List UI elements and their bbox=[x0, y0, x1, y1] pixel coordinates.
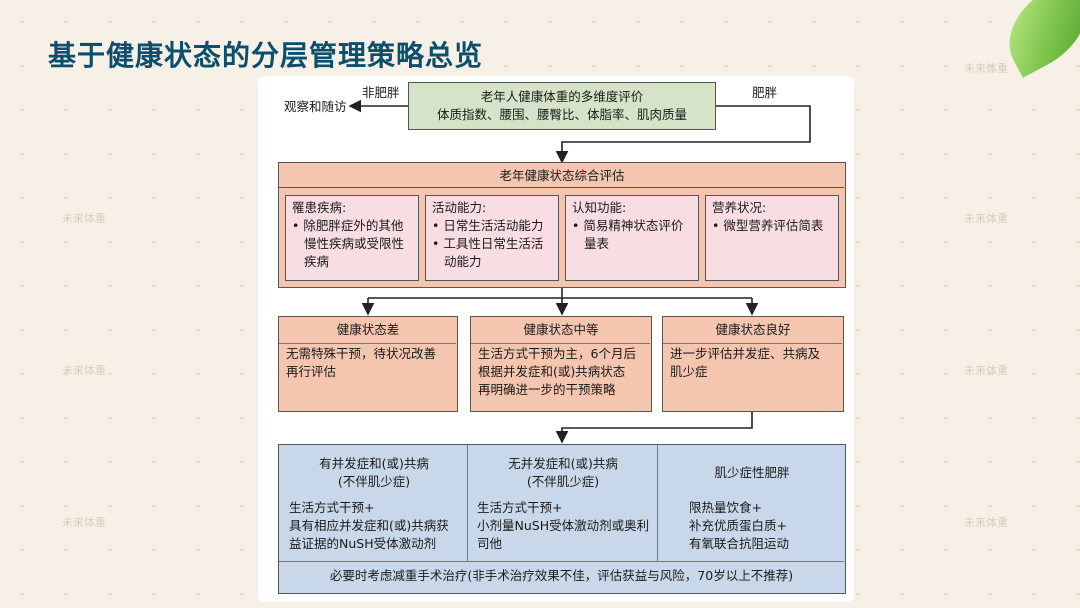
assessment-item-activity: 活动能力: • 日常生活活动能力 • 工具性日常生活活 动能力 bbox=[425, 195, 559, 281]
status-title: 健康状态良好 bbox=[715, 322, 791, 337]
item-title: 罹患疾病: bbox=[292, 200, 347, 215]
watermark: 未来体重 bbox=[964, 516, 1008, 529]
status-line: 生活方式干预为主，6个月后 bbox=[478, 346, 636, 361]
strategy-title: 肌少症性肥胖 bbox=[714, 465, 790, 480]
watermark: 未来体重 bbox=[62, 364, 106, 377]
strategy-divider bbox=[657, 445, 658, 561]
strategy-line: 生活方式干预+ bbox=[477, 500, 563, 515]
status-line: 再明确进一步的干预策略 bbox=[478, 382, 616, 397]
strategy-box: 有并发症和(或)共病 (不伴肌少症) 生活方式干预+ 具有相应并发症和(或)共病… bbox=[278, 444, 846, 594]
watermark: 未来体重 bbox=[62, 212, 106, 225]
status-poor-box: 健康状态差 无需特殊干预，待状况改善 再行评估 bbox=[278, 316, 458, 412]
arrow-to-strategies bbox=[555, 412, 753, 444]
slide-title: 基于健康状态的分层管理策略总览 bbox=[48, 39, 484, 72]
status-divider bbox=[279, 343, 456, 344]
assessment-item-cognition: 认知功能: • 简易精神状态评价 量表 bbox=[565, 195, 699, 281]
watermark: 未来体重 bbox=[62, 516, 106, 529]
status-line: 进一步评估并发症、共病及 bbox=[670, 346, 821, 361]
strategy-line: 补充优质蛋白质+ bbox=[689, 518, 787, 533]
arrow-to-assessment bbox=[555, 105, 811, 164]
strategy-line: 限热量饮食+ bbox=[689, 500, 762, 515]
watermark: 未来体重 bbox=[964, 212, 1008, 225]
strategy-without-comorbidity: 无并发症和(或)共病 (不伴肌少症) 生活方式干预+ 小剂量NuSH受体激动剂或… bbox=[471, 455, 655, 553]
strategy-title: 无并发症和(或)共病 bbox=[508, 456, 618, 471]
strategy-footer-divider bbox=[279, 561, 844, 562]
strategy-sarcopenic-obesity: 肌少症性肥胖 限热量饮食+ 补充优质蛋白质+ 有氧联合抗阻运动 bbox=[661, 455, 843, 553]
status-good-box: 健康状态良好 进一步评估并发症、共病及 肌少症 bbox=[662, 316, 844, 412]
item-line: • 微型营养评估简表 bbox=[712, 218, 824, 233]
assessment-title: 老年健康状态综合评估 bbox=[499, 168, 625, 183]
watermark: 未来体重 bbox=[964, 364, 1008, 377]
item-line: • 工具性日常生活活 bbox=[432, 236, 544, 251]
assessment-box: 老年健康状态综合评估 罹患疾病: • 除肥胖症外的其他 慢性疾病或受限性 疾病 … bbox=[278, 162, 846, 288]
strategy-divider bbox=[467, 445, 468, 561]
item-line: • 日常生活活动能力 bbox=[432, 218, 544, 233]
strategy-subtitle: (不伴肌少症) bbox=[337, 474, 411, 489]
assessment-item-disease: 罹患疾病: • 除肥胖症外的其他 慢性疾病或受限性 疾病 bbox=[285, 195, 419, 281]
status-mid-box: 健康状态中等 生活方式干预为主，6个月后 根据并发症和(或)共病状态 再明确进一… bbox=[470, 316, 652, 412]
status-line: 再行评估 bbox=[286, 364, 337, 379]
connector-arrows bbox=[348, 99, 811, 444]
item-title: 营养状况: bbox=[712, 200, 767, 215]
item-line: 动能力 bbox=[444, 254, 482, 269]
strategy-line: 生活方式干预+ bbox=[289, 500, 375, 515]
observe-label: 观察和随访 bbox=[284, 99, 347, 114]
strategy-line: 益证据的NuSH受体激动剂 bbox=[289, 536, 437, 551]
evaluation-line2: 体质指数、腰围、腰臀比、体脂率、肌肉质量 bbox=[436, 107, 687, 122]
item-line: • 除肥胖症外的其他 bbox=[292, 218, 404, 233]
strategy-line: 具有相应并发症和(或)共病获 bbox=[289, 518, 449, 533]
surgery-note: 必要时考虑减重手术治疗(非手术治疗效果不佳，评估获益与风险，70岁以上不推荐) bbox=[329, 568, 794, 583]
assessment-divider bbox=[279, 187, 844, 188]
item-line: 慢性疾病或受限性 bbox=[304, 236, 405, 251]
item-line: 量表 bbox=[584, 236, 610, 251]
strategy-line: 小剂量NuSH受体激动剂或奥利 bbox=[477, 518, 650, 533]
item-title: 认知功能: bbox=[572, 200, 627, 215]
non-obese-label: 非肥胖 bbox=[362, 85, 400, 100]
evaluation-box: 老年人健康体重的多维度评价 体质指数、腰围、腰臀比、体脂率、肌肉质量 bbox=[408, 82, 716, 130]
strategy-line: 司他 bbox=[477, 536, 503, 551]
evaluation-line1: 老年人健康体重的多维度评价 bbox=[480, 89, 644, 104]
status-divider bbox=[663, 343, 842, 344]
status-divider bbox=[471, 343, 650, 344]
item-line: • 简易精神状态评价 bbox=[572, 218, 684, 233]
strategy-title: 有并发症和(或)共病 bbox=[319, 456, 429, 471]
status-line: 肌少症 bbox=[670, 364, 708, 379]
strategy-line: 有氧联合抗阻运动 bbox=[689, 536, 790, 551]
strategy-subtitle: (不伴肌少症) bbox=[526, 474, 600, 489]
strategy-with-comorbidity: 有并发症和(或)共病 (不伴肌少症) 生活方式干预+ 具有相应并发症和(或)共病… bbox=[283, 455, 465, 553]
watermark: 未来体重 bbox=[964, 62, 1008, 75]
item-line: 疾病 bbox=[304, 254, 330, 269]
status-title: 健康状态中等 bbox=[523, 322, 599, 337]
item-title: 活动能力: bbox=[432, 200, 487, 215]
status-line: 根据并发症和(或)共病状态 bbox=[478, 364, 626, 379]
obese-label: 肥胖 bbox=[752, 85, 778, 100]
assessment-item-nutrition: 营养状况: • 微型营养评估简表 bbox=[705, 195, 839, 281]
diagram-panel: 观察和随访 非肥胖 肥胖 老年人健康体重的多维度评价 体质指数、腰围、腰臀比、体… bbox=[258, 76, 854, 602]
status-title: 健康状态差 bbox=[336, 322, 400, 337]
status-line: 无需特殊干预，待状况改善 bbox=[286, 346, 437, 361]
